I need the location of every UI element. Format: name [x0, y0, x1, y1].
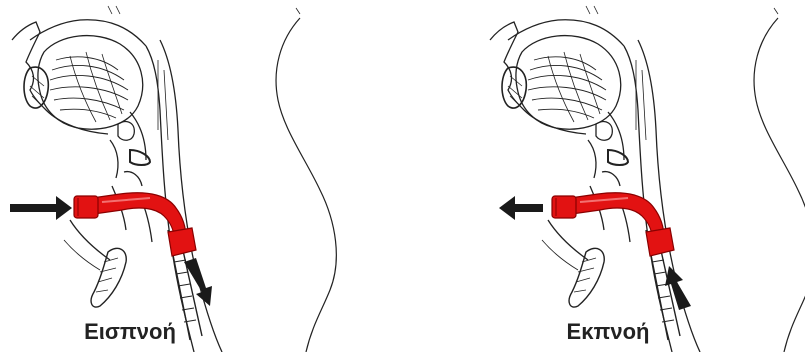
neck-anatomy-illustration	[0, 0, 402, 352]
caption-exhalation: Εκπνοή	[508, 318, 708, 346]
exhalation-panel: Εκπνοή	[403, 0, 805, 352]
airflow-arrow-icon	[10, 196, 72, 220]
inhalation-panel: Εισπνοή	[0, 0, 402, 352]
airflow-arrow-icon	[184, 258, 212, 306]
neck-anatomy-illustration	[403, 0, 805, 352]
airflow-arrow-icon	[499, 196, 543, 220]
caption-inhalation: Εισπνοή	[30, 318, 230, 346]
